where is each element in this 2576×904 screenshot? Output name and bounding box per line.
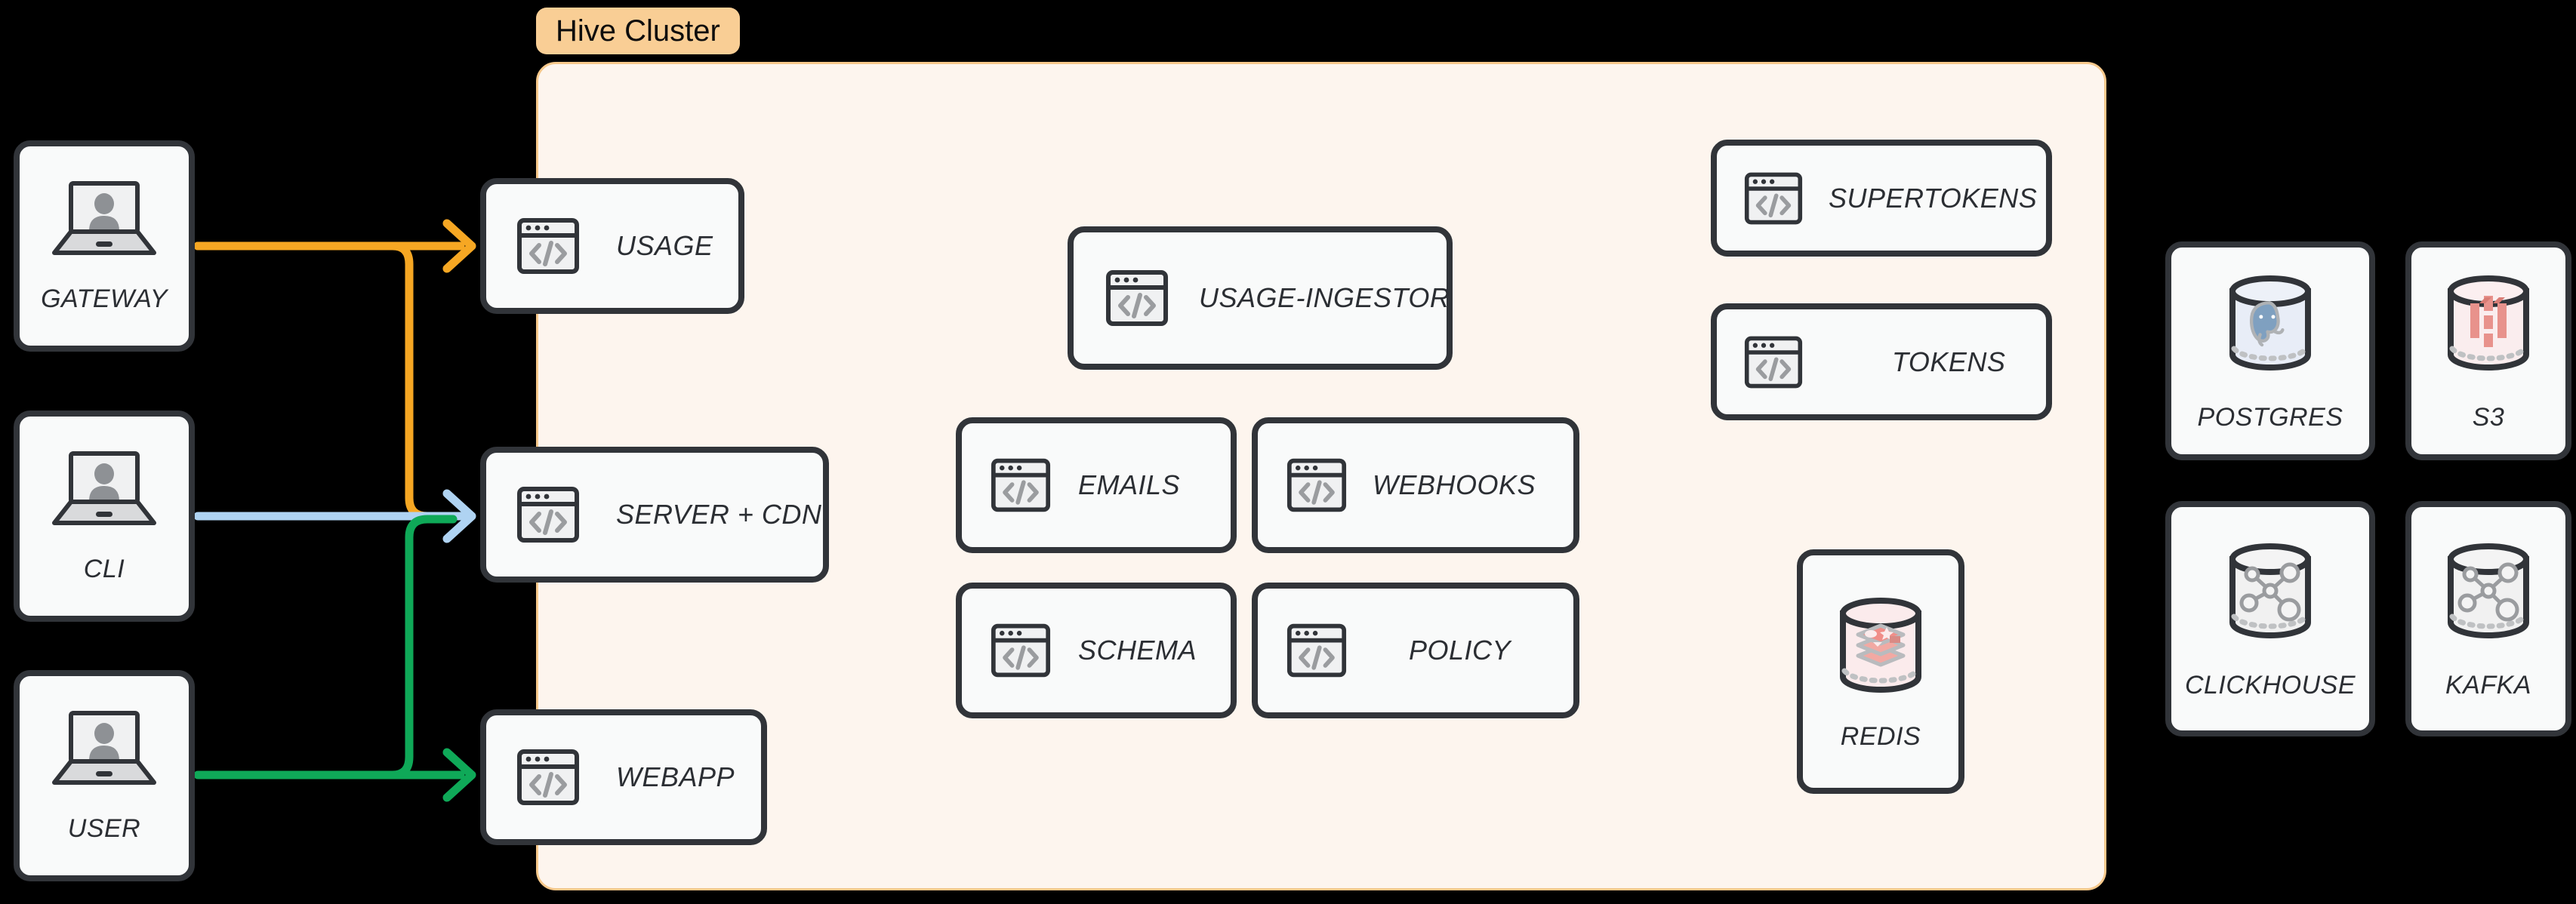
node-cli-label: CLI <box>83 554 125 583</box>
node-clickhouse-label: CLICKHOUSE <box>2184 670 2356 700</box>
code-window-icon <box>516 746 580 809</box>
node-clickhouse[interactable]: CLICKHOUSE <box>2165 501 2375 736</box>
code-window-icon <box>1105 266 1169 330</box>
node-s3[interactable]: S3 <box>2405 241 2571 460</box>
code-window-icon <box>1744 333 1803 392</box>
node-schema[interactable]: SCHEMA <box>956 583 1237 718</box>
node-supertokens-label: SUPERTOKENS <box>1829 182 2038 214</box>
node-gateway-label: GATEWAY <box>41 284 168 313</box>
node-server-cdn-label: SERVER + CDN <box>616 499 822 530</box>
laptop-user-icon <box>48 179 161 262</box>
node-user-label: USER <box>67 813 141 843</box>
node-usage-label: USAGE <box>616 230 713 261</box>
node-webhooks-label: WEBHOOKS <box>1373 469 1536 500</box>
node-usage[interactable]: USAGE <box>480 178 744 314</box>
node-kafka-label: KAFKA <box>2445 670 2531 700</box>
edge-user-to-webapp <box>193 515 465 779</box>
edge-gateway-to-usage <box>193 241 465 521</box>
node-tokens[interactable]: TOKENS <box>1711 303 2052 420</box>
network-cylinder-icon <box>2437 538 2540 651</box>
node-redis[interactable]: REDIS <box>1797 549 1964 794</box>
node-schema-label: SCHEMA <box>1078 635 1197 666</box>
code-window-icon <box>1286 455 1347 515</box>
node-policy-label: POLICY <box>1409 635 1511 666</box>
arrowhead-green-webapp <box>442 748 476 802</box>
node-tokens-label: TOKENS <box>1892 346 2006 377</box>
node-emails-label: EMAILS <box>1078 469 1181 500</box>
node-kafka[interactable]: KAFKA <box>2405 501 2571 736</box>
redis-cylinder-icon <box>1829 592 1932 703</box>
node-postgres-label: POSTGRES <box>2197 402 2343 432</box>
node-server-cdn[interactable]: SERVER + CDN <box>480 447 829 583</box>
node-cli[interactable]: CLI <box>14 410 195 622</box>
code-window-icon <box>991 620 1051 681</box>
node-webhooks[interactable]: WEBHOOKS <box>1252 417 1579 553</box>
postgres-cylinder-icon <box>2217 270 2323 383</box>
node-usage-ingestor[interactable]: USAGE-INGESTOR <box>1068 226 1453 370</box>
node-s3-label: S3 <box>2472 402 2505 432</box>
laptop-user-icon <box>48 449 161 532</box>
node-user[interactable]: USER <box>14 670 195 881</box>
hive-cluster-label: Hive Cluster <box>536 8 740 54</box>
code-window-icon <box>1286 620 1347 681</box>
code-window-icon <box>516 214 580 278</box>
node-emails[interactable]: EMAILS <box>956 417 1237 553</box>
code-window-icon <box>1744 169 1803 228</box>
node-webapp-label: WEBAPP <box>616 761 735 792</box>
network-cylinder-icon <box>2217 538 2323 651</box>
s3-cylinder-icon <box>2437 270 2540 383</box>
code-window-icon <box>991 455 1051 515</box>
node-webapp[interactable]: WEBAPP <box>480 709 767 845</box>
node-postgres[interactable]: POSTGRES <box>2165 241 2375 460</box>
arrowhead-blue-server <box>442 489 476 543</box>
laptop-user-icon <box>48 709 161 792</box>
node-redis-label: REDIS <box>1840 721 1921 751</box>
code-window-icon <box>516 483 580 546</box>
node-usage-ingestor-label: USAGE-INGESTOR <box>1199 282 1450 313</box>
arrowhead-orange-usage <box>442 219 476 273</box>
node-gateway[interactable]: GATEWAY <box>14 140 195 352</box>
node-policy[interactable]: POLICY <box>1252 583 1579 718</box>
node-supertokens[interactable]: SUPERTOKENS <box>1711 140 2052 257</box>
